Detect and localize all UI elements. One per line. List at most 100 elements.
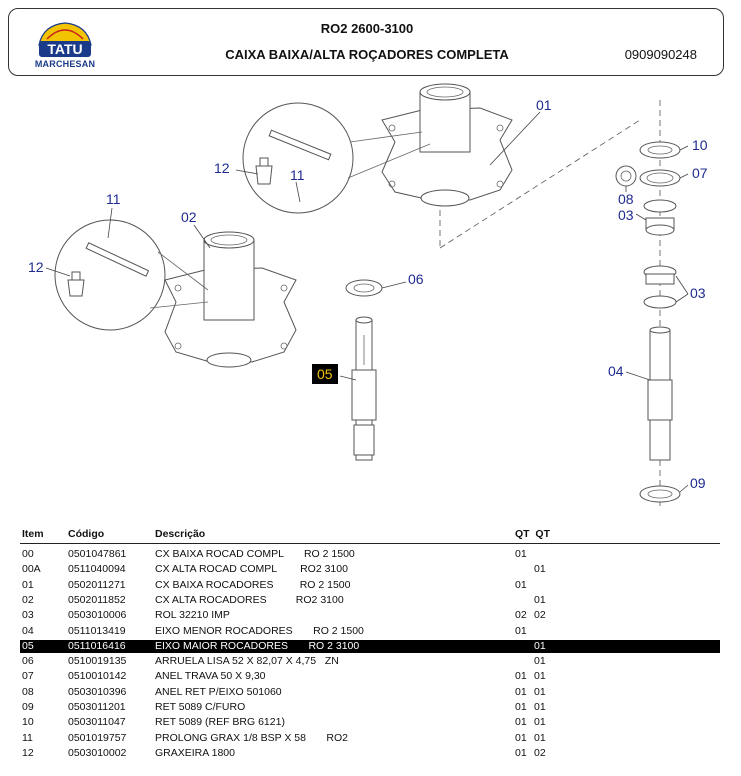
row-item: 08 [22, 685, 34, 698]
label-12-upper: 12 [214, 160, 230, 176]
row-item: 11 [22, 731, 33, 744]
table-row: 00A 0511040094 CX ALTA ROCAD COMPL RO2 310… [20, 563, 720, 576]
row-qt1: 01 [515, 731, 527, 744]
row-code: 0511016416 [68, 639, 126, 652]
row-description: GRAXEIRA 1800 [155, 746, 235, 759]
snap-ring-part-07 [639, 169, 681, 187]
detail-circle-grease-lower [54, 219, 209, 331]
row-code: 0502011852 [68, 593, 126, 606]
logo-marchesan-text: MARCHESAN [34, 59, 96, 69]
header-code: Código [68, 528, 105, 540]
bearing-part-03-upper [643, 199, 677, 236]
retaining-ring-part-08 [615, 165, 637, 187]
row-qt2: 01 [534, 655, 546, 668]
label-11-upper: 11 [290, 167, 305, 183]
row-qt2: 01 [534, 731, 546, 744]
row-item: 00A [22, 563, 41, 576]
row-qt2: 01 [534, 639, 546, 652]
row-qt2: 01 [534, 593, 546, 606]
label-09: 09 [690, 475, 706, 491]
row-item: 02 [22, 593, 34, 606]
parts-table-header: Item Código Descrição QT QT [20, 528, 720, 544]
row-description: RET 5089 C/FURO [155, 701, 246, 713]
row-code: 0501047861 [68, 548, 127, 560]
row-description: CX ALTA ROCADORES RO2 3100 [155, 593, 344, 606]
row-description: ANEL TRAVA 50 X 9,30 [155, 670, 266, 683]
housing-part-01 [381, 83, 513, 207]
label-03-lower: 03 [690, 285, 706, 301]
table-row: 05 0511016416 EIXO MAIOR ROCADORES RO 2 31… [20, 639, 720, 653]
row-item: 10 [22, 716, 34, 729]
header-divider [20, 543, 720, 544]
row-description: EIXO MAIOR ROCADORES RO 2 3100 [155, 639, 360, 652]
label-11-lower: 11 [106, 191, 121, 207]
row-item: 09 [22, 701, 34, 713]
row-description: RET 5089 (REF BRG 6121) [155, 716, 285, 729]
label-02: 02 [181, 209, 197, 225]
row-qt1: 01 [515, 701, 527, 713]
row-code: 0502011271 [68, 578, 126, 591]
row-code: 0503010006 [68, 609, 127, 622]
housing-part-02 [164, 231, 297, 368]
row-qt2: 02 [534, 746, 546, 759]
label-08: 08 [618, 191, 634, 207]
row-description: CX ALTA ROCAD COMPL RO2 3100 [155, 563, 348, 576]
model-title: RO2 2600-3100 [320, 21, 414, 36]
table-row: 01 0502011271 CX BAIXA ROCADORES RO 2 1500… [20, 579, 720, 592]
row-qt1: 01 [515, 548, 527, 560]
label-05-highlight-box [312, 364, 338, 384]
seal-part-10 [639, 141, 681, 159]
label-07: 07 [692, 165, 708, 181]
row-qt1: 01 [515, 716, 527, 729]
seal-part-09 [639, 485, 681, 503]
row-description: EIXO MENOR ROCADORES RO 2 1500 [155, 624, 364, 637]
label-05: 05 [317, 366, 333, 382]
header-item: Item [22, 528, 44, 540]
row-code: 0503010002 [68, 746, 127, 759]
label-10: 10 [692, 137, 708, 153]
row-description: CX BAIXA ROCADORES RO 2 1500 [155, 578, 351, 591]
row-code: 0503010396 [68, 685, 127, 698]
row-item: 05 [22, 639, 34, 652]
row-qt2: 01 [534, 701, 546, 713]
row-item: 07 [22, 670, 34, 683]
row-qt2: 01 [534, 670, 546, 683]
bearing-part-03-lower [643, 265, 677, 309]
row-qt2: 01 [534, 716, 546, 729]
shaft-part-05 [351, 316, 377, 461]
row-qt1: 01 [515, 578, 527, 591]
title-block: TATU MARCHESAN RO2 2600-3100 CAIXA BAIXA… [8, 8, 724, 76]
header-description: Descrição [155, 528, 206, 540]
label-04: 04 [608, 363, 624, 379]
row-item: 01 [22, 578, 34, 591]
row-qt1: 01 [515, 624, 527, 637]
row-item: 06 [22, 655, 34, 668]
row-item: 03 [22, 609, 34, 622]
row-description: PROLONG GRAX 1/8 BSP X 58 RO2 [155, 731, 348, 744]
tatu-marchesan-logo: TATU MARCHESAN [33, 19, 97, 75]
label-01: 01 [536, 97, 552, 113]
row-qt1: 02 [515, 609, 527, 622]
row-code: 0511040094 [68, 563, 126, 576]
exploded-view-diagram: 11 12 01 11 02 12 06 05 10 07 08 03 03 0… [28, 83, 708, 510]
shaft-part-04 [647, 326, 673, 461]
header-qt: QT QT [515, 528, 550, 540]
row-description: ANEL RET P/EIXO 501060 [155, 685, 282, 698]
label-12-lower: 12 [28, 259, 44, 275]
row-description: ROL 32210 IMP [155, 609, 230, 622]
tatu-logo-icon: TATU [38, 22, 92, 57]
row-qt1: 01 [515, 746, 527, 759]
row-code: 0511013419 [68, 624, 126, 637]
row-code: 0510010142 [68, 670, 127, 683]
label-03-upper: 03 [618, 207, 634, 223]
logo-tatu-text: TATU [47, 41, 82, 57]
washer-part-06 [345, 279, 383, 297]
row-qt1: 01 [515, 685, 527, 698]
